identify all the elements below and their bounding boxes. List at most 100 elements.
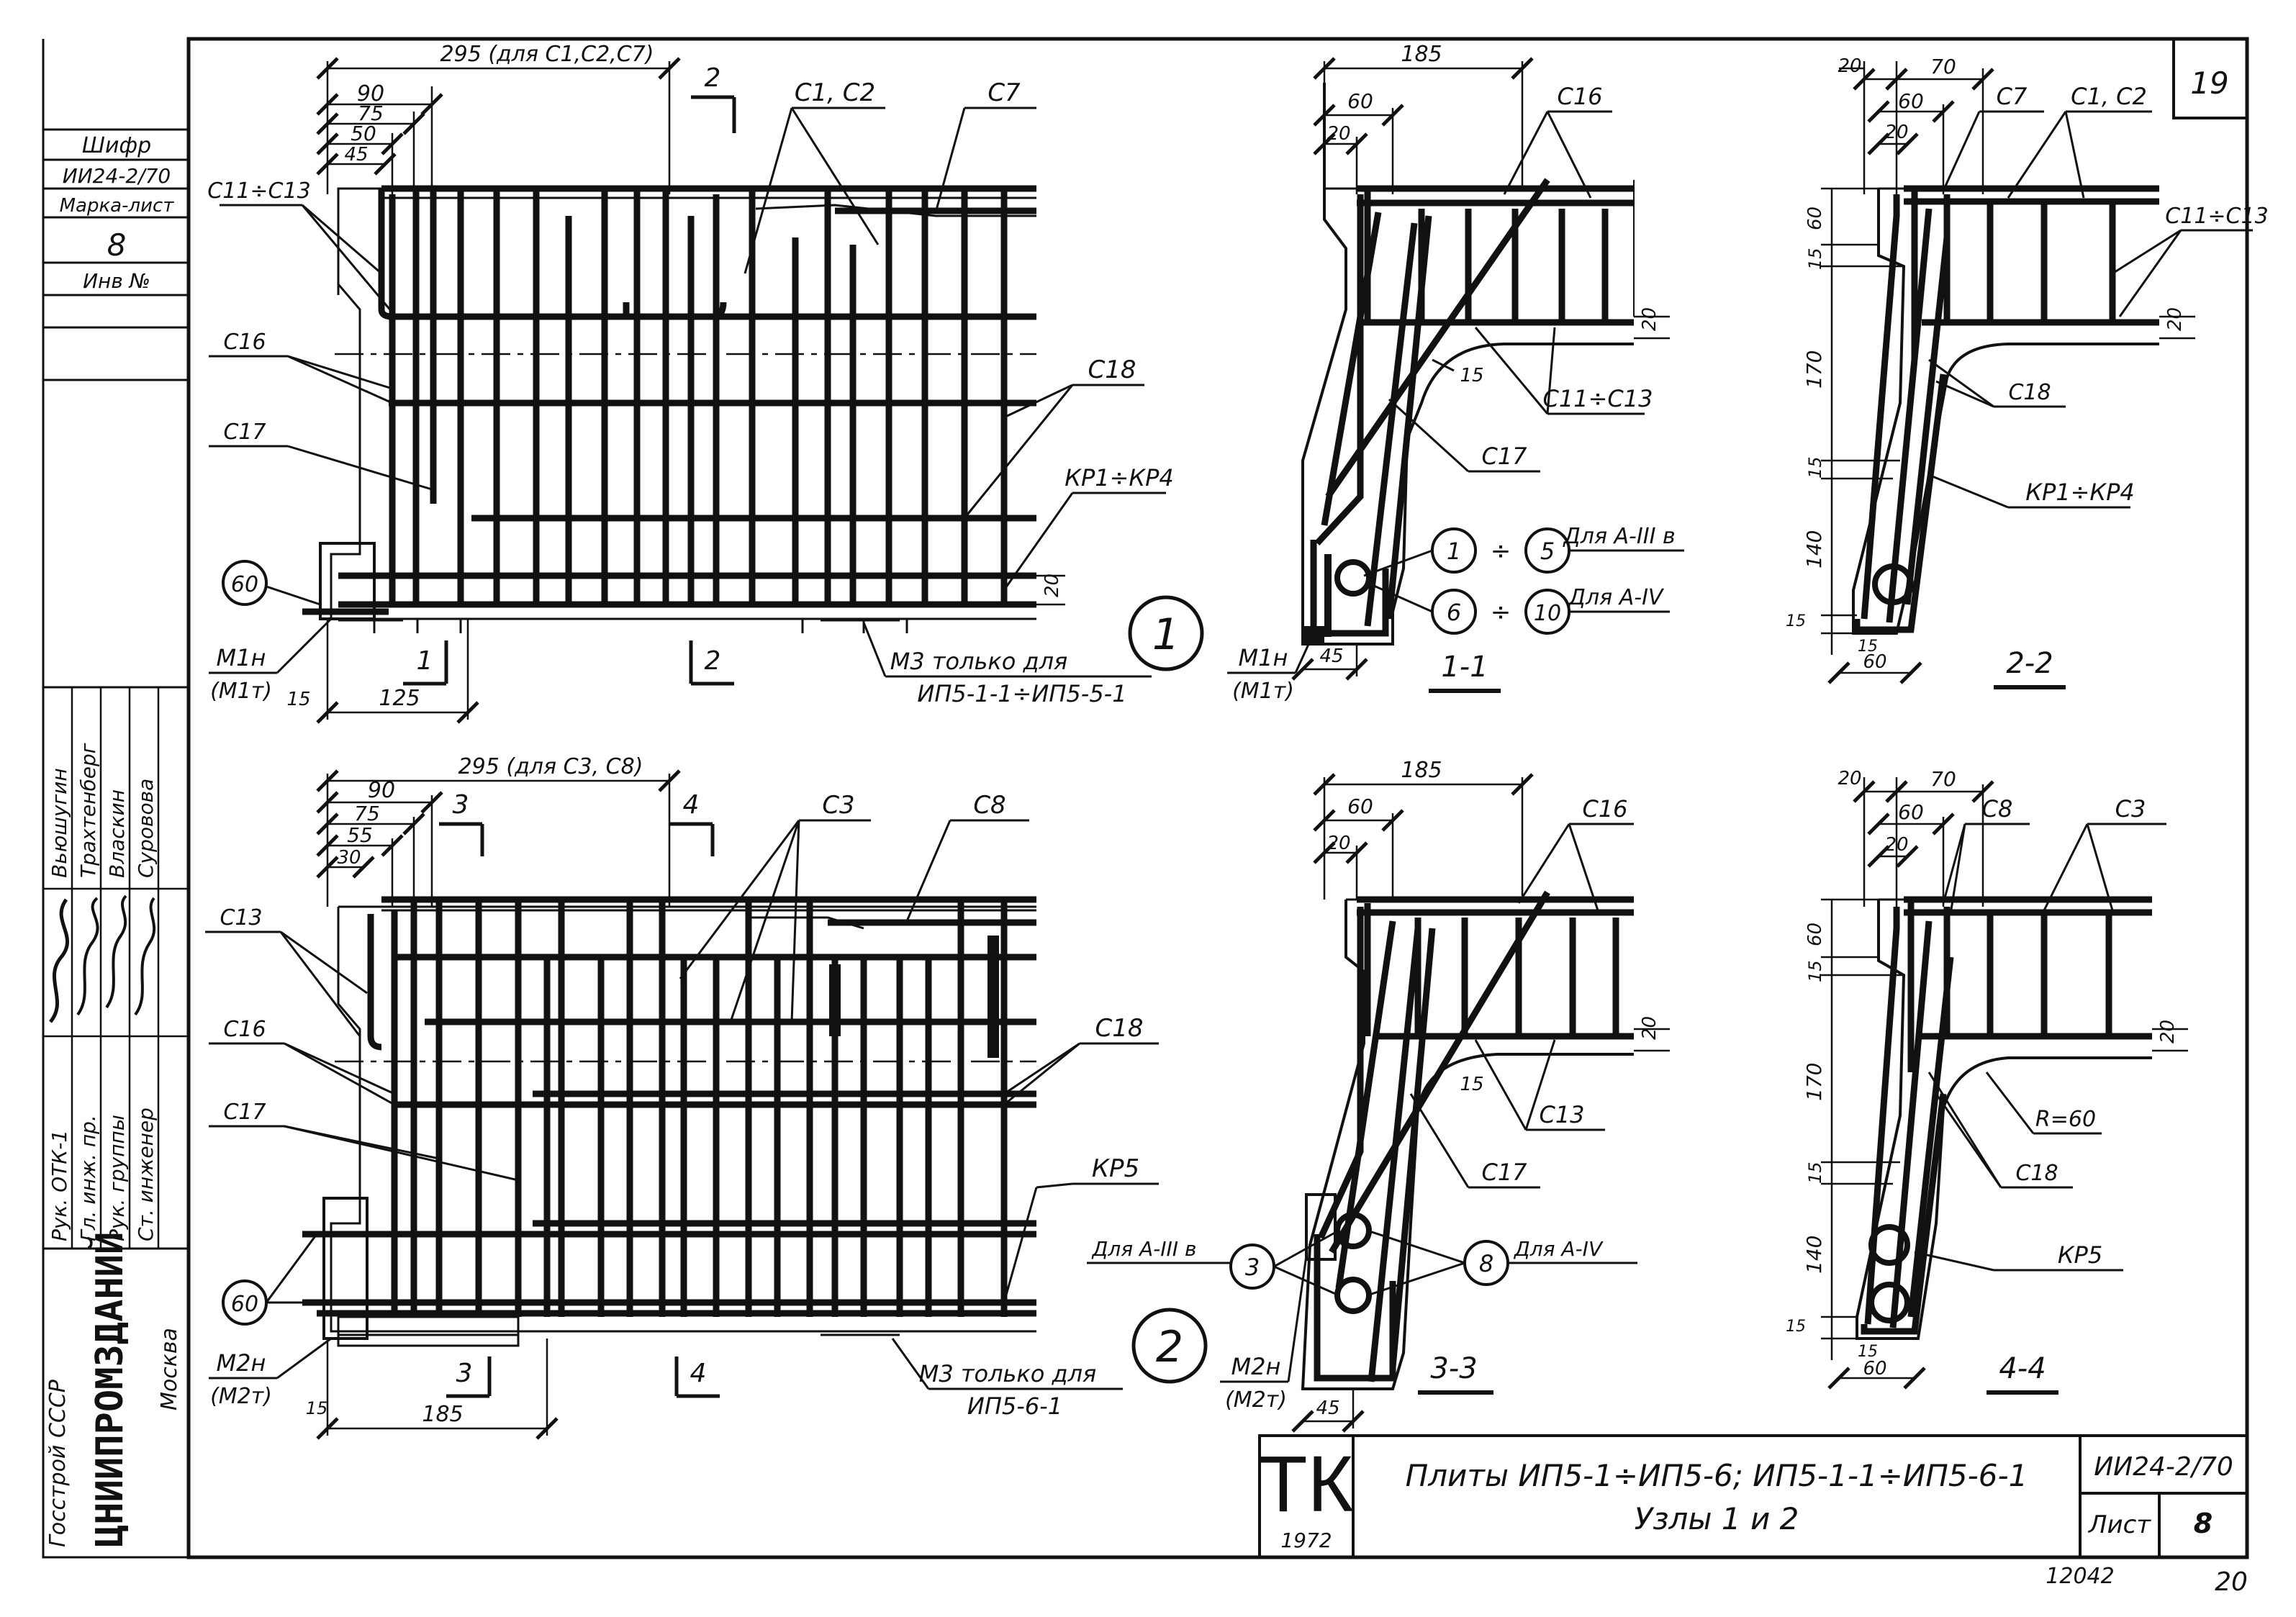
n1-dim-75: 75 <box>358 101 384 125</box>
n2-dim-top: 295 (для С3, С8) <box>458 754 643 779</box>
s11-label-15: 15 <box>1460 365 1483 386</box>
s44-label-kp5: КР5 <box>2058 1241 2102 1269</box>
n2-section-3-top: 3 <box>453 790 469 820</box>
s44-label-r60: R=60 <box>2035 1107 2096 1132</box>
n2-section-3-bottom: 3 <box>456 1359 473 1388</box>
marka-value: 8 <box>107 227 127 263</box>
sheet-label: Лист <box>2087 1510 2151 1539</box>
s44-label-c18: С18 <box>2015 1161 2058 1186</box>
s44-dim-l170: 170 <box>1802 1063 1826 1101</box>
node-2-vertical-bars <box>391 900 1008 1317</box>
signature-1 <box>49 898 70 1023</box>
s22-dim-20a: 20 <box>1838 55 1861 77</box>
n1-embed-alt: (М1т) <box>210 679 272 704</box>
n1-label-c1c2: С1, С2 <box>795 78 875 107</box>
n1-dim-bottom: 125 <box>379 686 420 711</box>
marka-label: Марка-лист <box>60 195 175 217</box>
s33-label-c13: С13 <box>1539 1101 1584 1128</box>
ministry: Госстрой СССР <box>45 1379 71 1547</box>
tk-year: 1972 <box>1280 1528 1332 1552</box>
n1-dim-15: 15 <box>286 689 310 710</box>
sheet-number: 19 <box>2190 65 2228 101</box>
title-block: ТК 1972 Плиты ИП5-1÷ИП5-6; ИП5-1-1÷ИП5-6… <box>1258 1434 2248 1559</box>
s44-dim-r20: 20 <box>2157 1020 2179 1043</box>
tk-mark: ТК <box>1259 1440 1353 1528</box>
shifr-value: ИИ24-2/70 <box>63 164 171 188</box>
section-2-2: 20 70 60 20 60 15 170 15 140 15 15 60 20… <box>1786 55 2269 689</box>
s44-dim-l15a: 15 <box>1805 960 1825 982</box>
s11-bar-5: 5 <box>1540 538 1555 565</box>
s33-label-c17: С17 <box>1481 1159 1527 1186</box>
n2-label-c18: С18 <box>1095 1014 1143 1043</box>
s11-dim-20: 20 <box>1326 123 1350 145</box>
city: Москва <box>157 1328 182 1410</box>
s33-note-a: Для А-III в <box>1091 1237 1197 1261</box>
s33-dim-60: 60 <box>1347 794 1373 818</box>
section-3-3: 185 60 20 45 20 С16 С13 С17 15 3 Для А-I… <box>1087 758 1670 1433</box>
s44-dim-l15c: 15 <box>1786 1318 1806 1336</box>
s22-dim-70: 70 <box>1930 55 1956 78</box>
s11-bar-6: 6 <box>1447 599 1461 626</box>
s11-bar-10: 10 <box>1534 601 1561 626</box>
s33-embed-alt: (М2т) <box>1225 1387 1287 1413</box>
n1-circle-60: 60 <box>231 572 258 597</box>
s22-label-c11c13: С11÷С13 <box>2165 204 2268 229</box>
n2-dim-bottom: 185 <box>422 1402 463 1427</box>
s22-label-c1c2: С1, С2 <box>2071 83 2147 110</box>
n2-dim-75: 75 <box>354 802 380 825</box>
institute: ЦНИИПРОМЗДАНИЙ <box>88 1232 132 1547</box>
n1-label-c7: С7 <box>987 78 1021 107</box>
s44-dim-60: 60 <box>1898 800 1924 824</box>
s11-note-b: Для А-IV <box>1568 585 1665 610</box>
s33-dim-20: 20 <box>1326 833 1350 854</box>
n1-label-c18: С18 <box>1088 355 1136 384</box>
s44-dim-20a: 20 <box>1838 768 1861 789</box>
s22-dim-l60b: 60 <box>1863 651 1886 673</box>
s11-label-c17: С17 <box>1481 443 1527 470</box>
s33-dim-45: 45 <box>1316 1398 1339 1419</box>
s22-label-kp: КР1÷КР4 <box>2025 479 2135 506</box>
s11-note-a: Для А-III в <box>1562 524 1675 549</box>
role-4: Ст. инженер <box>134 1108 158 1241</box>
s11-dim-185: 185 <box>1401 42 1442 67</box>
s44-dim-70: 70 <box>1930 767 1956 791</box>
stamp-left: Шифр ИИ24-2/70 Марка-лист 8 Инв № <box>43 128 189 381</box>
n1-note-line1: М3 только для <box>890 648 1068 675</box>
name-1: Вьюшугин <box>48 768 71 878</box>
s44-dim-l140: 140 <box>1802 1236 1826 1274</box>
s44-title: 4-4 <box>1999 1352 2046 1385</box>
role-1: Рук. ОТК-1 <box>48 1130 71 1241</box>
node-1: 295 (для С1,С2,С7) 90 75 50 45 2 1 2 125… <box>207 42 1204 724</box>
s44-label-c8: С8 <box>1982 795 2013 823</box>
n2-dim-30: 30 <box>337 847 361 869</box>
n2-label-c3: С3 <box>822 791 854 820</box>
node-2: 295 (для С3, С8) 90 75 55 30 3 4 3 4 185… <box>205 754 1208 1440</box>
s44-dim-l60: 60 <box>1804 923 1826 946</box>
s11-dim-45: 45 <box>1319 646 1343 667</box>
n2-section-4-top: 4 <box>683 790 700 820</box>
role-2: Гл. инж. пр. <box>76 1115 100 1241</box>
inv-label: Инв № <box>83 269 150 293</box>
s22-dim-r20: 20 <box>2164 307 2186 331</box>
s33-label-c16: С16 <box>1582 795 1627 823</box>
s33-embed: М2н <box>1231 1353 1281 1380</box>
s33-label-15: 15 <box>1460 1074 1483 1095</box>
s22-title: 2-2 <box>2006 647 2053 680</box>
s33-dim-20b: 20 <box>1639 1016 1660 1040</box>
s44-label-c3: С3 <box>2115 795 2146 823</box>
n1-section-2-bottom: 2 <box>705 646 721 676</box>
n2-section-4-bottom: 4 <box>690 1359 707 1388</box>
n1-section-1-bottom: 1 <box>417 646 433 676</box>
s11-label-c11c13: С11÷С13 <box>1543 385 1653 412</box>
s11-bar-1: 1 <box>1447 538 1461 565</box>
s11-embed-alt: (М1т) <box>1232 679 1294 704</box>
n1-dim-top: 295 (для С1,С2,С7) <box>440 42 654 67</box>
signature-block: Рук. ОТК-1 Гл. инж. пр. Рук. группы Ст. … <box>42 686 190 1250</box>
s22-dim-l60: 60 <box>1804 207 1826 230</box>
s33-bar-3: 3 <box>1245 1254 1260 1281</box>
signature-3 <box>105 894 127 1009</box>
n2-note-line1: М3 только для <box>919 1360 1097 1387</box>
s22-label-c18: С18 <box>2008 380 2051 405</box>
s22-dim-l170: 170 <box>1802 350 1826 389</box>
n2-note-line2: ИП5-6-1 <box>967 1392 1062 1420</box>
